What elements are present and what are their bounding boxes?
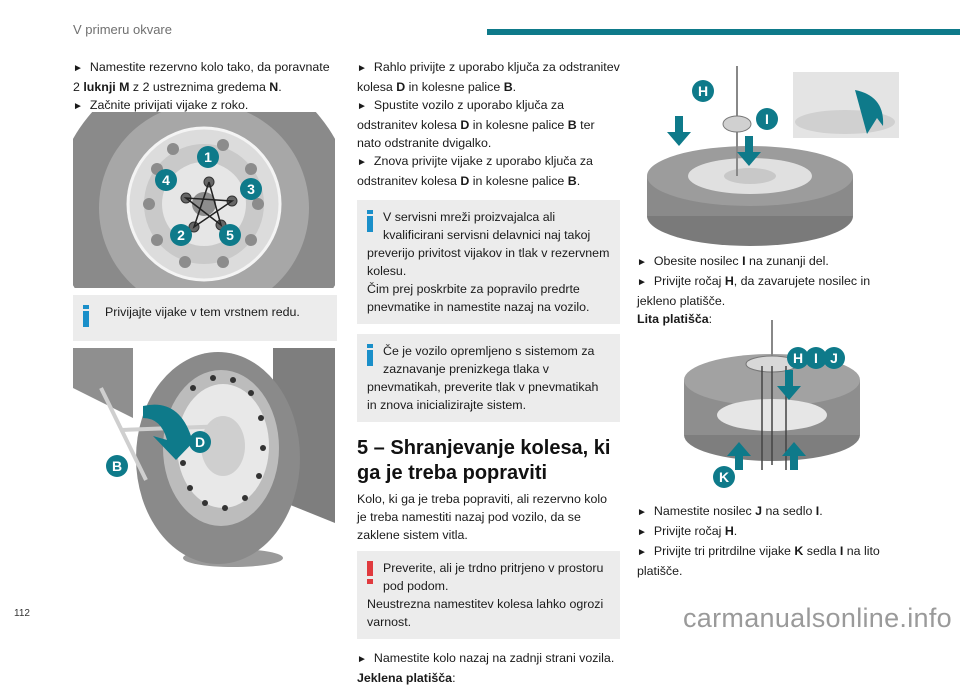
svg-text:K: K xyxy=(719,469,729,485)
callout-labels: 1 4 3 2 5 xyxy=(155,146,262,246)
callout-4: 4 xyxy=(155,169,177,191)
header-accent-bar xyxy=(487,29,960,35)
section-body: Kolo, ki ga je treba popraviti, ali reze… xyxy=(357,492,608,542)
step-align-holes: ►Namestite rezervno kolo tako, da poravn… xyxy=(73,60,330,94)
callout-1: 1 xyxy=(197,146,219,168)
step-loosen-tighten: ►Rahlo privijte z uporabo ključa za odst… xyxy=(357,60,620,94)
svg-text:I: I xyxy=(765,111,769,127)
step-hang-bracket: ►Obesite nosilec I na zunanji del. xyxy=(637,254,829,268)
bullet-arrow-icon: ► xyxy=(73,63,83,74)
warning-icon xyxy=(367,561,373,584)
svg-text:J: J xyxy=(830,350,838,366)
callout-I: I xyxy=(756,108,778,130)
callout-2: 2 xyxy=(170,224,192,246)
svg-text:B: B xyxy=(112,458,122,474)
info-note-order: Privijajte vijake v tem vrstnem redu. xyxy=(73,295,337,341)
callout-D: D xyxy=(189,431,211,453)
page-number: 112 xyxy=(14,608,30,619)
bullet-arrow-icon: ► xyxy=(357,63,367,74)
column-3-text-a: ►Obesite nosilec I na zunanji del. ►Priv… xyxy=(637,252,902,328)
alloy-rims-label: Lita platišča: xyxy=(637,312,713,326)
bullet-arrow-icon: ► xyxy=(73,101,83,112)
step-hand-tighten: ►Začnite privijati vijake z roko. xyxy=(73,98,249,112)
callout-J: J xyxy=(823,347,845,369)
info-icon xyxy=(367,344,373,366)
callout-I: I xyxy=(805,347,827,369)
figure-bolt-tightening-order: 1 4 3 2 5 xyxy=(73,112,335,288)
step-screw-handle-steel: ►Privijte ročaj H, da zavarujete nosilec… xyxy=(637,274,871,308)
bullet-arrow-icon: ► xyxy=(637,257,647,268)
figure-wheel-wrench: D B xyxy=(73,348,335,570)
svg-text:1: 1 xyxy=(204,149,212,165)
svg-text:5: 5 xyxy=(226,227,234,243)
bullet-arrow-icon: ► xyxy=(357,101,367,112)
running-header: V primeru okvare xyxy=(73,22,172,37)
figure-steel-rim-mount: H I xyxy=(647,66,899,246)
bullet-arrow-icon: ► xyxy=(637,527,647,538)
warning-note-secure: Preverite, ali je trdno pritrjeno v pros… xyxy=(357,551,620,639)
step-screw-bolts-K: ►Privijte tri pritrdilne vijake K sedla … xyxy=(637,544,880,578)
svg-text:D: D xyxy=(195,434,205,450)
column-2: ►Rahlo privijte z uporabo ključa za odst… xyxy=(357,58,620,687)
callout-H: H xyxy=(692,80,714,102)
figure-alloy-rim-mount: H I J K xyxy=(684,320,860,488)
svg-text:4: 4 xyxy=(162,172,170,188)
svg-text:H: H xyxy=(793,350,803,366)
svg-text:H: H xyxy=(698,83,708,99)
callout-B: B xyxy=(106,455,128,477)
bullet-arrow-icon: ► xyxy=(357,157,367,168)
step-lower-vehicle: ►Spustite vozilo z uporabo ključa za ods… xyxy=(357,98,595,150)
watermark: carmanualsonline.info xyxy=(683,603,952,633)
svg-text:I: I xyxy=(814,350,818,366)
bullet-arrow-icon: ► xyxy=(357,654,367,665)
step-refit-wheel: ►Namestite kolo nazaj na zadnji strani v… xyxy=(357,651,615,665)
bullet-arrow-icon: ► xyxy=(637,277,647,288)
section-title: 5 – Shranjevanje kolesa, ki ga je treba … xyxy=(357,437,611,484)
svg-text:3: 3 xyxy=(247,181,255,197)
callout-K: K xyxy=(713,466,735,488)
callout-5: 5 xyxy=(219,224,241,246)
info-note-service-check: V servisni mreži proizvajalca ali kvalif… xyxy=(357,200,620,324)
step-screw-handle: ►Privijte ročaj H. xyxy=(637,524,738,538)
step-fit-bracket-J: ►Namestite nosilec J na sedlo I. xyxy=(637,504,823,518)
bullet-arrow-icon: ► xyxy=(637,547,647,558)
info-icon xyxy=(367,210,373,232)
column-1: ►Namestite rezervno kolo tako, da poravn… xyxy=(73,58,338,116)
bullet-arrow-icon: ► xyxy=(637,507,647,518)
step-retighten: ►Znova privijte vijake z uporabo ključa … xyxy=(357,154,593,188)
steel-rims-label: Jeklena platišča: xyxy=(357,671,456,685)
callout-3: 3 xyxy=(240,178,262,200)
info-icon xyxy=(83,305,89,327)
info-note-tpms: Če je vozilo opremljeno s sistemom za za… xyxy=(357,334,620,422)
callout-H: H xyxy=(787,347,809,369)
svg-text:2: 2 xyxy=(177,227,185,243)
column-3-text-b: ►Namestite nosilec J na sedlo I. ►Privij… xyxy=(637,502,902,580)
